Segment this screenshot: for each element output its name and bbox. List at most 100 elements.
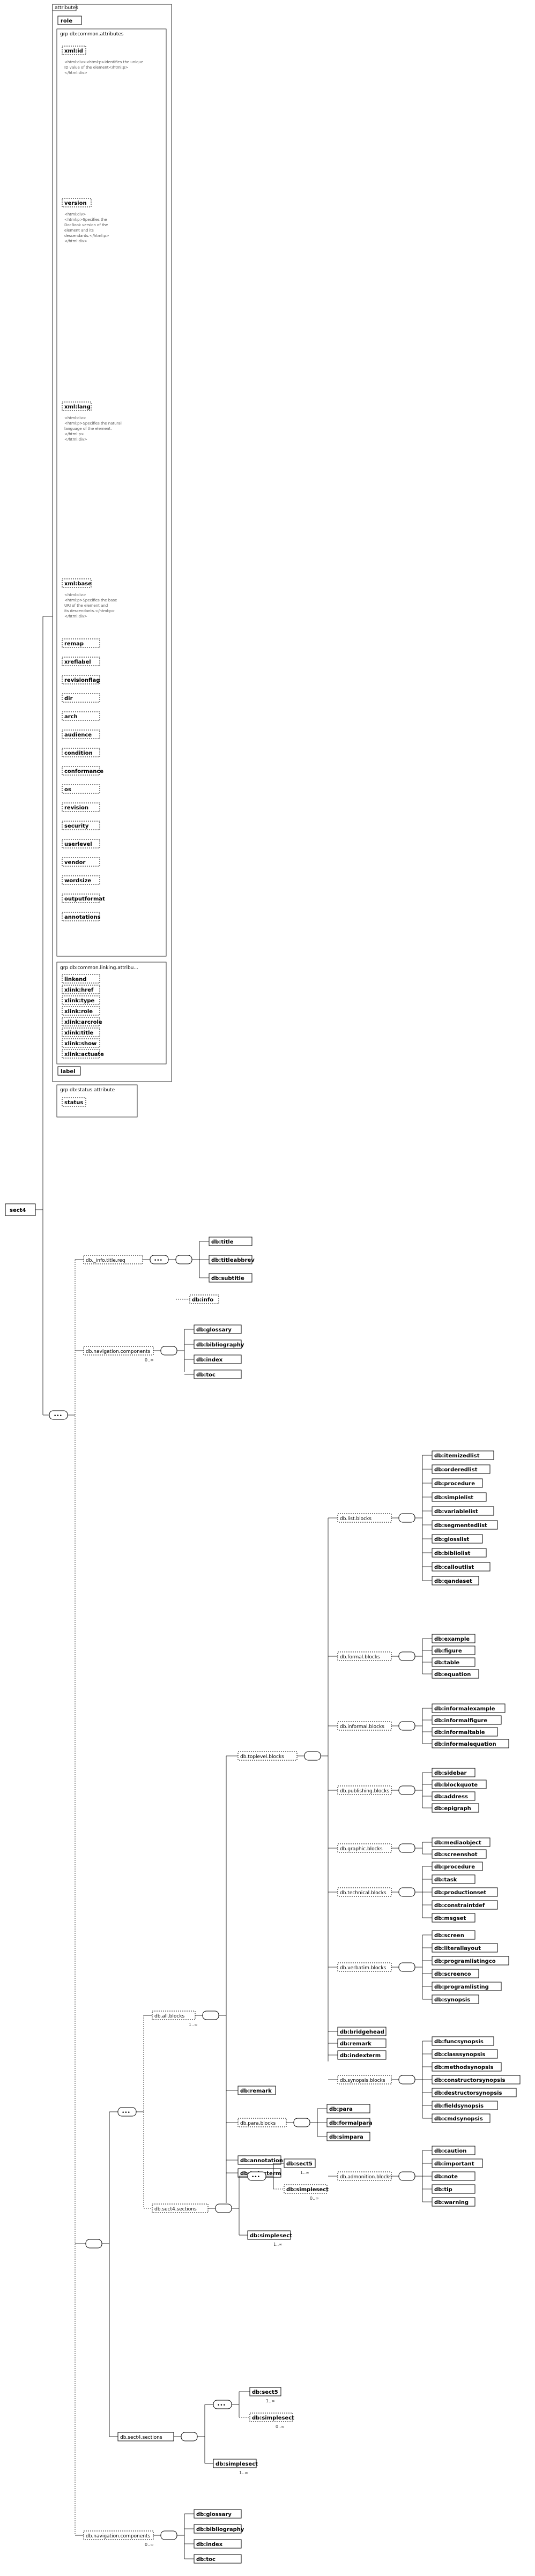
attr-userlevel[interactable]: userlevel [62, 839, 100, 848]
para-blocks-group[interactable]: db.para.blocks [237, 2118, 287, 2127]
nav1-db-bibliography[interactable]: db:bibliography [194, 1339, 244, 1349]
element-db-procedure[interactable]: db:procedure [432, 1478, 483, 1488]
nav2-db-index[interactable]: db:index [194, 2539, 242, 2549]
attr-xml-id[interactable] [62, 46, 86, 55]
element-db-screen[interactable]: db:screen [432, 1930, 475, 1940]
element-db-orderedlist[interactable]: db:orderedlist [432, 1464, 491, 1474]
element-db-fieldsynopsis[interactable]: db:fieldsynopsis [432, 2101, 498, 2110]
element-db-equation[interactable]: db:equation [432, 1669, 479, 1679]
element-db-calloutlist[interactable]: db:calloutlist [432, 1562, 491, 1572]
element-db-informalequation[interactable]: db:informalequation [432, 1739, 509, 1748]
element-db-bridgehead-top[interactable]: db:bridgehead [337, 2027, 387, 2036]
element-db-simplesect-opt[interactable] [284, 2184, 328, 2194]
element-db-segmentedlist[interactable]: db:segmentedlist [432, 1520, 498, 1530]
element-db-blockquote[interactable]: db:blockquote [432, 1780, 487, 1789]
attr-linkend[interactable]: linkend [62, 974, 100, 984]
element-db-simplelist[interactable]: db:simplelist [432, 1492, 487, 1502]
element-db-informalexample[interactable]: db:informalexample [432, 1703, 506, 1713]
attr-remap[interactable]: remap [62, 638, 100, 648]
attr-annotations[interactable]: annotations [62, 912, 101, 921]
element-db-sect5[interactable] [284, 2158, 316, 2168]
db-admonition-blocks-group[interactable]: db.admonition.blocks [337, 2171, 392, 2181]
element-db-cmdsynopsis[interactable]: db:cmdsynopsis [432, 2113, 491, 2123]
attr-os[interactable]: os [62, 784, 100, 794]
attr-xreflabel[interactable]: xreflabel [62, 657, 100, 666]
nav2-db-bibliography[interactable]: db:bibliography [194, 2524, 244, 2534]
nav1-db-glossary[interactable]: db:glossary [194, 1324, 242, 1334]
element-db-annotation[interactable]: db:annotation [237, 2155, 283, 2165]
element-db-formalpara[interactable]: db:formalpara [326, 2118, 373, 2127]
attr-conformance[interactable]: conformance [62, 766, 103, 776]
attr-xlink-type[interactable]: xlink:type [62, 995, 100, 1005]
attr-label[interactable] [57, 1066, 81, 1076]
element-db-address[interactable]: db:address [432, 1791, 475, 1801]
attr-xml-lang[interactable] [62, 401, 92, 411]
attr-dir[interactable]: dir [62, 693, 100, 703]
db-technical-blocks-group[interactable]: db.technical.blocks [337, 1887, 392, 1897]
db-graphic-blocks-group[interactable]: db.graphic.blocks [337, 1843, 392, 1853]
element-db-glosslist[interactable]: db:glosslist [432, 1534, 483, 1544]
element-db-sect5-b[interactable] [249, 2387, 281, 2396]
element-db-title[interactable]: db:title [209, 1237, 252, 1246]
element-db-indexterm-top[interactable]: db:indexterm [337, 2050, 387, 2060]
element-db-epigraph[interactable]: db:epigraph [432, 1803, 479, 1813]
attr-security[interactable]: security [62, 821, 100, 830]
element-db-titleabbrev[interactable]: db:titleabbrev [209, 1255, 255, 1264]
element-db-classsynopsis[interactable]: db:classsynopsis [432, 2049, 498, 2059]
element-db-caution[interactable]: db:caution [432, 2146, 475, 2155]
element-db-remark[interactable]: db:remark [237, 2086, 276, 2095]
nav1-db-toc[interactable]: db:toc [194, 1369, 242, 1379]
element-db-note[interactable]: db:note [432, 2171, 475, 2181]
element-db-destructorsynopsis[interactable]: db:destructorsynopsis [432, 2088, 517, 2097]
attr-status[interactable] [62, 1097, 86, 1107]
attr-revisionflag[interactable]: revisionflag [62, 675, 100, 684]
element-db-itemizedlist[interactable]: db:itemizedlist [432, 1450, 494, 1460]
nav2-db-toc[interactable]: db:toc [194, 2554, 242, 2564]
element-db-figure[interactable]: db:figure [432, 1646, 475, 1655]
attr-xlink-href[interactable]: xlink:href [62, 985, 100, 994]
db-list-blocks-group[interactable]: db.list.blocks [337, 1513, 392, 1523]
element-db-para[interactable]: db:para [326, 2104, 370, 2113]
element-db-tip[interactable]: db:tip [432, 2184, 475, 2194]
element-db-constructorsynopsis[interactable]: db:constructorsynopsis [432, 2075, 521, 2084]
nav2-db-glossary[interactable]: db:glossary [194, 2509, 242, 2519]
element-db-constraintdef[interactable]: db:constraintdef [432, 1900, 498, 1910]
element-db-screenco[interactable]: db:screenco [432, 1969, 479, 1978]
db-formal-blocks-group[interactable]: db.formal.blocks [337, 1651, 392, 1661]
element-db-remark-top[interactable]: db:remark [337, 2038, 387, 2048]
db-informal-blocks-group[interactable]: db.informal.blocks [337, 1721, 392, 1731]
element-db-example[interactable]: db:example [432, 1634, 475, 1643]
element-db-informalfigure[interactable]: db:informalfigure [432, 1715, 502, 1725]
element-db-funcsynopsis[interactable]: db:funcsynopsis [432, 2036, 494, 2046]
attr-role[interactable] [57, 16, 82, 25]
attr-version[interactable] [62, 198, 92, 207]
element-db-productionset[interactable]: db:productionset [432, 1887, 498, 1897]
attr-xlink-title[interactable]: xlink:title [62, 1028, 100, 1037]
attr-audience[interactable]: audience [62, 729, 100, 739]
element-db-literallayout[interactable]: db:literallayout [432, 1943, 498, 1953]
element-db-procedure[interactable]: db:procedure [432, 1862, 483, 1871]
element-db-task[interactable]: db:task [432, 1874, 475, 1884]
attr-xlink-role[interactable]: xlink:role [62, 1006, 100, 1016]
element-db-programlistingco[interactable]: db:programlistingco [432, 1956, 509, 1965]
attr-wordsize[interactable]: wordsize [62, 875, 100, 885]
element-db-bibliolist[interactable]: db:bibliolist [432, 1548, 487, 1558]
element-db-synopsis[interactable]: db:synopsis [432, 1994, 479, 2004]
nav1-db-index[interactable]: db:index [194, 1354, 242, 1364]
element-db-mediaobject[interactable]: db:mediaobject [432, 1837, 491, 1847]
element-db-msgset[interactable]: db:msgset [432, 1913, 475, 1923]
attr-xml-base[interactable] [62, 578, 92, 588]
element-db-info[interactable] [189, 1294, 219, 1304]
attr-condition[interactable]: condition [62, 748, 100, 757]
attr-outputformat[interactable]: outputformat [62, 894, 105, 903]
element-db-simplesect-c[interactable] [213, 2459, 257, 2468]
db-synopsis-blocks-group[interactable]: db.synopsis.blocks [337, 2075, 392, 2084]
attr-xlink-arcrole[interactable]: xlink:arcrole [62, 1017, 102, 1026]
db-publishing-blocks-group[interactable]: db.publishing.blocks [337, 1785, 392, 1795]
element-db-sidebar[interactable]: db:sidebar [432, 1768, 475, 1777]
element-db-subtitle[interactable]: db:subtitle [209, 1273, 252, 1283]
element-db-informaltable[interactable]: db:informaltable [432, 1727, 498, 1737]
element-db-important[interactable]: db:important [432, 2158, 483, 2168]
db-verbatim-blocks-group[interactable]: db.verbatim.blocks [337, 1962, 392, 1972]
element-db-programlisting[interactable]: db:programlisting [432, 1982, 502, 1991]
